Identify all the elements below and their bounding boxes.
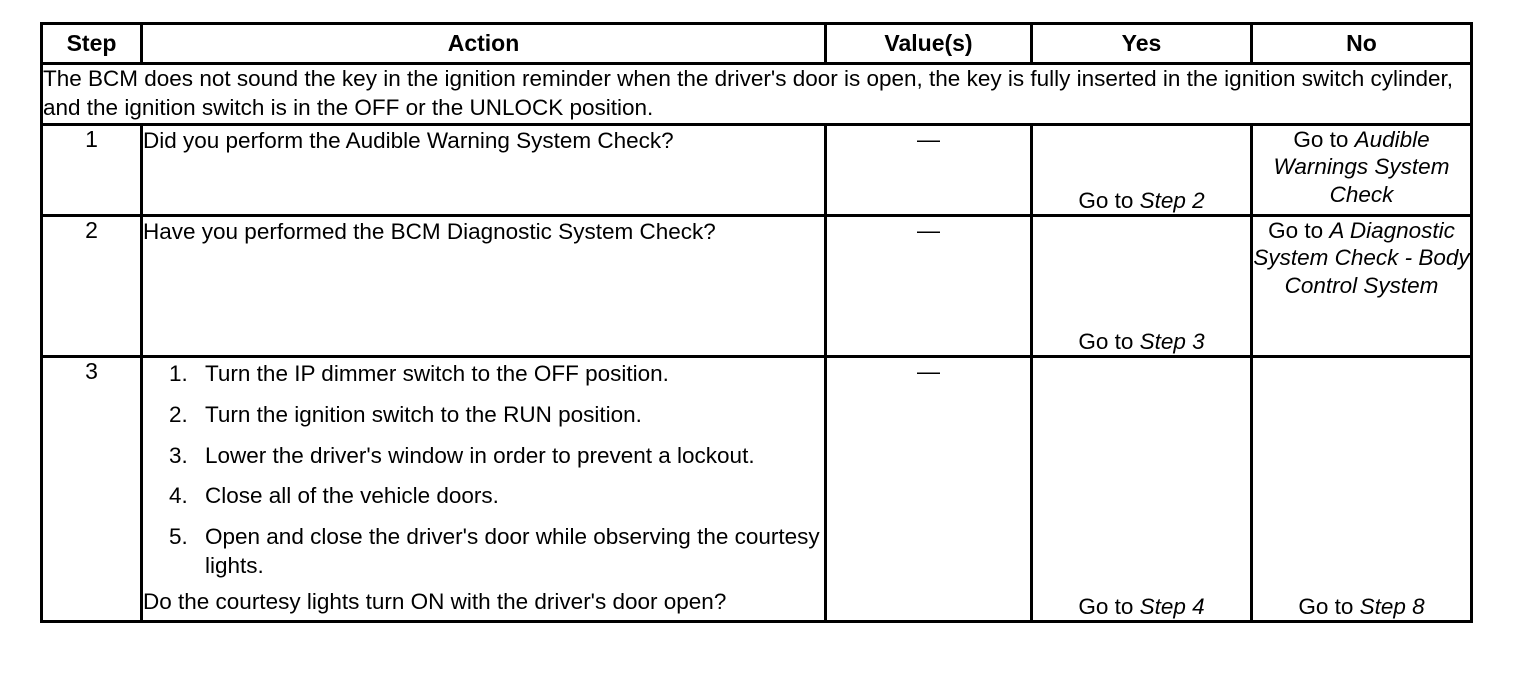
no-goto-target: A Diagnostic System Check - Body Control… <box>1253 218 1470 298</box>
action-question: Have you performed the BCM Diagnostic Sy… <box>143 219 716 244</box>
step-number: 1 <box>40 123 143 217</box>
value-dash: — <box>917 217 940 243</box>
step-number: 3 <box>40 355 143 623</box>
yes-goto-target: Step 4 <box>1139 593 1205 619</box>
column-header-values: Value(s) <box>824 22 1033 65</box>
table-row: 3 Turn the IP dimmer switch to the OFF p… <box>40 355 1473 623</box>
step-action: Have you performed the BCM Diagnostic Sy… <box>140 214 827 358</box>
step-no-result: Go to Audible Warnings System Check <box>1250 123 1473 217</box>
step-value: — <box>824 214 1033 358</box>
no-goto-target: Audible Warnings System Check <box>1273 127 1450 207</box>
yes-goto-prefix: Go to <box>1078 593 1140 619</box>
list-item: Lower the driver's window in order to pr… <box>169 442 755 471</box>
list-item: Close all of the vehicle doors. <box>169 482 499 511</box>
step-action: Turn the IP dimmer switch to the OFF pos… <box>140 355 827 623</box>
list-item: Turn the ignition switch to the RUN posi… <box>169 401 642 430</box>
yes-goto-prefix: Go to <box>1078 187 1140 213</box>
action-step-list: Turn the IP dimmer switch to the OFF pos… <box>143 360 824 581</box>
list-item: Open and close the driver's door while o… <box>169 523 820 578</box>
step-yes-result: Go to Step 2 <box>1030 123 1253 217</box>
table-row: 1 Did you perform the Audible Warning Sy… <box>40 123 1473 217</box>
column-header-action: Action <box>140 22 827 65</box>
column-header-yes: Yes <box>1030 22 1253 65</box>
diagnostic-procedure-table: Step Action Value(s) Yes No The BCM does… <box>40 22 1473 623</box>
action-question: Did you perform the Audible Warning Syst… <box>143 128 674 153</box>
table-row: 2 Have you performed the BCM Diagnostic … <box>40 214 1473 358</box>
no-goto-prefix: Go to <box>1293 127 1355 152</box>
step-no-result: Go to A Diagnostic System Check - Body C… <box>1250 214 1473 358</box>
column-header-step: Step <box>40 22 143 65</box>
yes-goto-target: Step 3 <box>1139 328 1205 354</box>
column-header-no: No <box>1250 22 1473 65</box>
list-item: Turn the IP dimmer switch to the OFF pos… <box>169 360 669 389</box>
yes-goto-target: Step 2 <box>1139 187 1205 213</box>
value-dash: — <box>917 358 940 384</box>
step-value: — <box>824 355 1033 623</box>
step-action: Did you perform the Audible Warning Syst… <box>140 123 827 217</box>
condition-text: The BCM does not sound the key in the ig… <box>40 62 1473 126</box>
no-goto-prefix: Go to <box>1268 218 1330 243</box>
step-yes-result: Go to Step 4 <box>1030 355 1253 623</box>
value-dash: — <box>917 126 940 152</box>
condition-row: The BCM does not sound the key in the ig… <box>40 62 1473 126</box>
step-number: 2 <box>40 214 143 358</box>
action-question: Do the courtesy lights turn ON with the … <box>143 588 727 614</box>
table-header-row: Step Action Value(s) Yes No <box>40 22 1473 65</box>
step-value: — <box>824 123 1033 217</box>
step-yes-result: Go to Step 3 <box>1030 214 1253 358</box>
step-no-result: Go to Step 8 <box>1250 355 1473 623</box>
yes-goto-prefix: Go to <box>1078 328 1140 354</box>
no-goto-prefix: Go to <box>1298 593 1360 619</box>
no-goto-target: Step 8 <box>1359 593 1425 619</box>
